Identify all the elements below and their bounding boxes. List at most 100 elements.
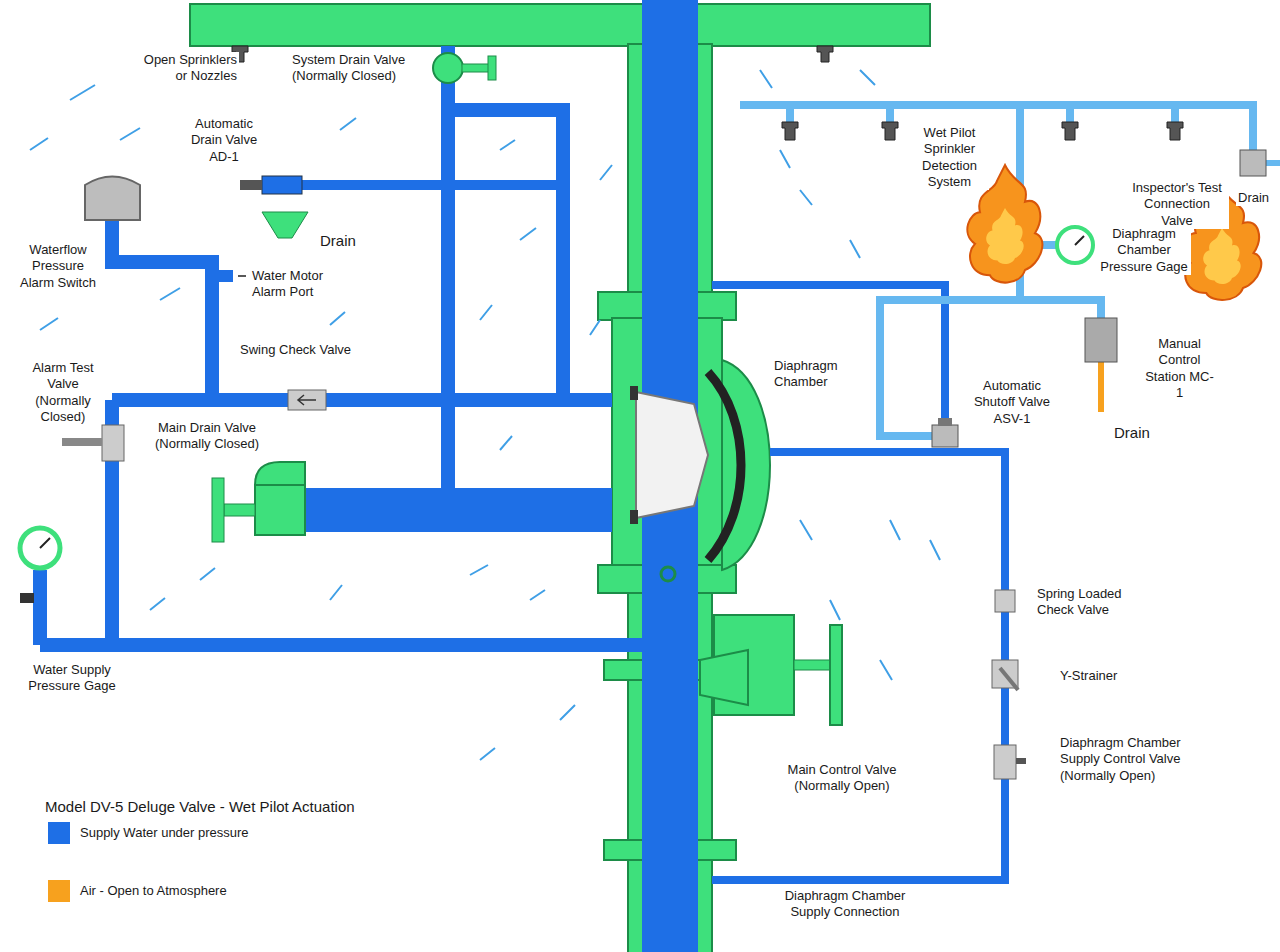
supply-piping xyxy=(302,180,563,190)
part-label: Inspector's Test Connection Valve xyxy=(1125,180,1229,229)
sprinkler-heads xyxy=(1062,122,1078,140)
part-label: Automatic Drain Valve AD-1 xyxy=(182,116,266,165)
valve-fittings xyxy=(255,485,305,535)
water-spray xyxy=(470,165,612,600)
valve-fittings xyxy=(262,212,308,238)
part-label: Water Supply Pressure Gage xyxy=(20,662,124,695)
valve-fittings xyxy=(1085,318,1117,362)
legend-swatch xyxy=(48,822,70,844)
part-label: Waterflow Pressure Alarm Switch xyxy=(12,242,104,291)
water-spray xyxy=(30,70,940,760)
water-spray xyxy=(150,150,900,610)
part-label: Drain xyxy=(318,232,358,251)
part-label: Drain xyxy=(1236,190,1271,206)
valve-fittings xyxy=(433,53,463,83)
part-label: Swing Check Valve xyxy=(238,342,353,358)
valve-fittings xyxy=(288,390,326,410)
legend-text: Supply Water under pressure xyxy=(80,825,249,840)
valve-body xyxy=(722,360,770,570)
main-control-valve xyxy=(700,615,842,725)
fire xyxy=(986,208,1024,264)
valve-body xyxy=(636,392,708,518)
pilot-piping xyxy=(790,105,1175,122)
valve-fittings xyxy=(20,593,34,603)
water-spray xyxy=(800,240,940,680)
valve-fittings xyxy=(40,538,50,548)
part-label: Wet Pilot Sprinkler Detection System xyxy=(910,125,989,190)
valve-fittings xyxy=(298,395,316,405)
part-label: Alarm Test Valve (Normally Closed) xyxy=(25,360,101,425)
valve-fittings xyxy=(1000,668,1018,690)
sprinkler-heads xyxy=(1167,122,1183,140)
pilot-piping xyxy=(740,105,1253,150)
valve-fittings xyxy=(995,590,1015,612)
legend-text: Air - Open to Atmosphere xyxy=(80,883,227,898)
supply-piping xyxy=(33,570,47,645)
valve-fittings xyxy=(938,418,952,426)
supply-piping xyxy=(712,452,1005,880)
valve-fittings xyxy=(212,478,224,542)
supply-piping xyxy=(112,393,612,407)
part-label: Diaphragm Chamber Supply Control Valve (… xyxy=(1058,735,1202,784)
valve-fittings xyxy=(1057,227,1093,263)
part-label: System Drain Valve (Normally Closed) xyxy=(290,52,419,85)
main-control-valve xyxy=(700,650,748,705)
legend-swatch xyxy=(48,880,70,902)
supply-piping xyxy=(40,46,1005,880)
pilot-piping xyxy=(1266,160,1280,166)
part-label: Spring Loaded Check Valve xyxy=(1035,586,1139,619)
sprinkler-heads xyxy=(782,122,798,140)
valve-fittings xyxy=(85,177,140,221)
part-label: Diaphragm Chamber Supply Connection xyxy=(773,888,917,921)
pilot-piping xyxy=(1020,300,1101,318)
valve-fittings xyxy=(224,504,255,516)
valve-fittings xyxy=(932,425,958,447)
valve-body xyxy=(708,372,741,560)
valve-fittings xyxy=(462,64,490,72)
valve-body xyxy=(661,567,675,581)
valve-fittings xyxy=(1016,758,1026,764)
part-label: Diaphragm Chamber xyxy=(772,358,848,391)
valve-fittings xyxy=(1075,236,1084,245)
valve-fittings xyxy=(994,745,1016,779)
water-spray xyxy=(480,70,875,760)
part-label: Y-Strainer xyxy=(1058,668,1119,684)
valve-fittings xyxy=(219,270,233,282)
part-label: Open Sprinklers or Nozzles xyxy=(130,52,239,85)
fire xyxy=(967,165,1261,300)
valve-body xyxy=(630,510,638,524)
supply-piping xyxy=(112,220,212,400)
valve-fittings xyxy=(262,176,302,194)
valve-fittings xyxy=(240,180,262,190)
valve-fittings xyxy=(488,56,496,80)
drain-line xyxy=(1098,362,1104,412)
part-label: Main Control Valve (Normally Open) xyxy=(775,762,909,795)
main-control-valve xyxy=(794,660,830,670)
part-label: Drain xyxy=(1112,424,1152,443)
valve-fittings xyxy=(20,528,60,568)
supply-piping xyxy=(448,110,563,400)
valve-fittings xyxy=(62,438,102,446)
pilot-piping xyxy=(740,105,1280,436)
valve-body xyxy=(190,4,930,46)
valve-fittings xyxy=(255,462,305,485)
part-label: Automatic Shutoff Valve ASV-1 xyxy=(960,378,1064,427)
valve-body xyxy=(630,386,638,400)
part-label: Main Drain Valve (Normally Closed) xyxy=(135,420,279,453)
water-spray xyxy=(330,118,536,325)
sprinkler-heads xyxy=(232,46,1183,140)
valve-fittings xyxy=(1240,150,1266,176)
valve-fittings xyxy=(102,425,124,461)
diagram-title: Model DV-5 Deluge Valve - Wet Pilot Actu… xyxy=(45,798,355,815)
water-spray xyxy=(30,85,180,330)
sprinkler-heads xyxy=(817,46,833,62)
valve-fittings xyxy=(238,275,246,277)
supply-piping xyxy=(300,488,612,532)
sprinkler-heads xyxy=(882,122,898,140)
supply-piping xyxy=(40,638,642,652)
part-label: Water Motor Alarm Port xyxy=(250,268,336,301)
main-control-valve xyxy=(830,625,842,725)
part-label: Diaphragm Chamber Pressure Gage xyxy=(1097,226,1191,275)
valve-fittings xyxy=(20,53,1266,779)
